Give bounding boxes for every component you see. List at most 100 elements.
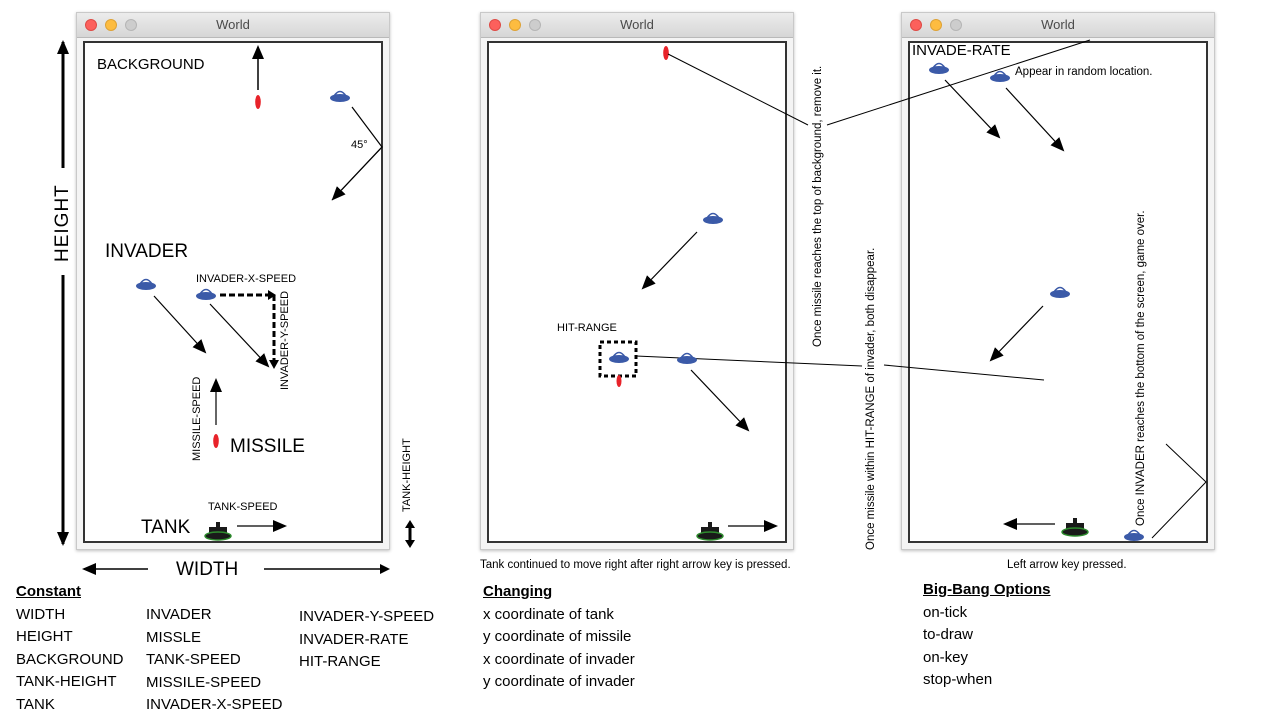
invader-icon: [135, 278, 157, 291]
tank-speed-label: TANK-SPEED: [208, 501, 278, 513]
x-speed-arrowhead: [268, 290, 276, 300]
close-button[interactable]: [85, 19, 97, 31]
tank-height-arrowheads: [405, 520, 415, 548]
zoom-button[interactable]: [950, 19, 962, 31]
constant-item: INVADER-X-SPEED: [146, 696, 283, 713]
hit-range-label: HIT-RANGE: [557, 322, 617, 334]
constant-item: INVADER: [146, 606, 212, 623]
missile-label: MISSILE: [230, 436, 305, 457]
missile-sprite: [663, 46, 669, 60]
missile-sprite: [255, 95, 261, 109]
constant-list-2: INVADER MISSLE TANK-SPEED MISSILE-SPEED …: [146, 604, 282, 717]
window-title: World: [216, 17, 250, 32]
changing-list: Changing x coordinate of tank y coordina…: [483, 581, 635, 694]
window-title: World: [1041, 17, 1075, 32]
leader-line: [883, 364, 1045, 381]
invader-direction-arrow: [153, 295, 207, 354]
minimize-button[interactable]: [509, 19, 521, 31]
tank-height-label: TANK-HEIGHT: [401, 438, 413, 512]
window-titlebar: World: [481, 13, 793, 38]
invader-label: INVADER: [105, 241, 189, 262]
big-bang-item: to-draw: [923, 626, 974, 643]
big-bang-item: stop-when: [923, 671, 993, 688]
game-over-note: Once INVADER reaches the bottom of the s…: [1135, 210, 1147, 526]
invader-icon: [989, 70, 1011, 83]
constant-heading: Constant: [16, 583, 81, 600]
changing-item: x coordinate of tank: [483, 605, 614, 623]
big-bang-list: Big-Bang Options on-tick to-draw on-key …: [923, 579, 1051, 692]
invader-icon: [676, 352, 698, 365]
constant-list-3: INVADER-Y-SPEED INVADER-RATE HIT-RANGE: [299, 606, 434, 674]
changing-item: y coordinate of invader: [483, 673, 635, 690]
invader-icon: [1049, 286, 1071, 299]
missile-speed-label: MISSILE-SPEED: [191, 376, 203, 461]
background-label: BACKGROUND: [97, 56, 205, 73]
invader-direction-arrow: [1005, 87, 1065, 152]
invade-rate-label: INVADE-RATE: [912, 42, 1011, 59]
big-bang-item: on-tick: [923, 603, 968, 621]
constant-item: HIT-RANGE: [299, 653, 381, 670]
height-label: HEIGHT: [52, 184, 73, 262]
right-world-window: World: [901, 12, 1215, 550]
minimize-button[interactable]: [105, 19, 117, 31]
tank-sprite: [696, 521, 724, 541]
invader-icon: [195, 288, 217, 301]
close-button[interactable]: [910, 19, 922, 31]
constant-item: TANK-SPEED: [146, 651, 241, 668]
leader-line: [1151, 443, 1207, 539]
invader-icon: [329, 90, 351, 103]
constant-item: INVADER-RATE: [299, 630, 409, 648]
constant-item: TANK: [16, 695, 55, 713]
big-bang-heading: Big-Bang Options: [923, 581, 1051, 598]
tank-sprite: [204, 521, 232, 541]
invader-icon: [1123, 529, 1145, 542]
invader-direction-arrow: [641, 231, 698, 290]
constant-item: MISSILE-SPEED: [146, 673, 262, 691]
remove-missile-note: Once missile reaches the top of backgrou…: [812, 65, 824, 347]
invader-direction-arrow: [690, 369, 750, 432]
invader-icon: [608, 351, 630, 364]
angle-guide: [331, 106, 383, 201]
y-speed-arrowhead: [269, 360, 279, 369]
invader-direction-arrow: [989, 305, 1044, 362]
missile-sprite: [616, 375, 622, 387]
right-caption: Left arrow key pressed.: [1007, 559, 1127, 571]
left-world-canvas: [83, 41, 383, 543]
width-label: WIDTH: [176, 559, 239, 580]
constant-item: BACKGROUND: [16, 650, 124, 668]
angle-label: 45°: [351, 139, 368, 151]
invader-direction-arrow: [331, 146, 383, 201]
close-button[interactable]: [489, 19, 501, 31]
middle-caption: Tank continued to move right after right…: [480, 559, 791, 571]
window-title: World: [620, 17, 654, 32]
window-titlebar: World: [902, 13, 1214, 38]
constant-item: HEIGHT: [16, 628, 73, 645]
middle-world-window: World: [480, 12, 794, 550]
constant-item: MISSLE: [146, 628, 202, 646]
minimize-button[interactable]: [930, 19, 942, 31]
constant-item: INVADER-Y-SPEED: [299, 608, 435, 625]
invader-direction-arrow: [944, 79, 1001, 139]
appear-note: Appear in random location.: [1015, 66, 1153, 78]
zoom-button[interactable]: [125, 19, 137, 31]
invader-direction-arrow: [209, 303, 270, 368]
zoom-button[interactable]: [529, 19, 541, 31]
tank-sprite: [1061, 517, 1089, 537]
constant-item: TANK-HEIGHT: [16, 673, 117, 690]
invader-icon: [702, 212, 724, 225]
constant-item: WIDTH: [16, 605, 66, 623]
tank-label: TANK: [141, 517, 191, 538]
changing-item: y coordinate of missile: [483, 628, 632, 645]
leader-line: [635, 355, 863, 367]
invader-y-speed-label: INVADER-Y-SPEED: [279, 290, 291, 390]
window-titlebar: World: [77, 13, 389, 38]
leader-line: [667, 53, 809, 126]
leader-line: [826, 39, 1091, 126]
hit-note: Once missile within HIT-RANGE of invader…: [865, 247, 877, 550]
missile-sprite: [213, 434, 219, 448]
invader-icon: [928, 62, 950, 75]
changing-item: x coordinate of invader: [483, 650, 635, 668]
big-bang-item: on-key: [923, 648, 969, 666]
changing-heading: Changing: [483, 583, 553, 600]
